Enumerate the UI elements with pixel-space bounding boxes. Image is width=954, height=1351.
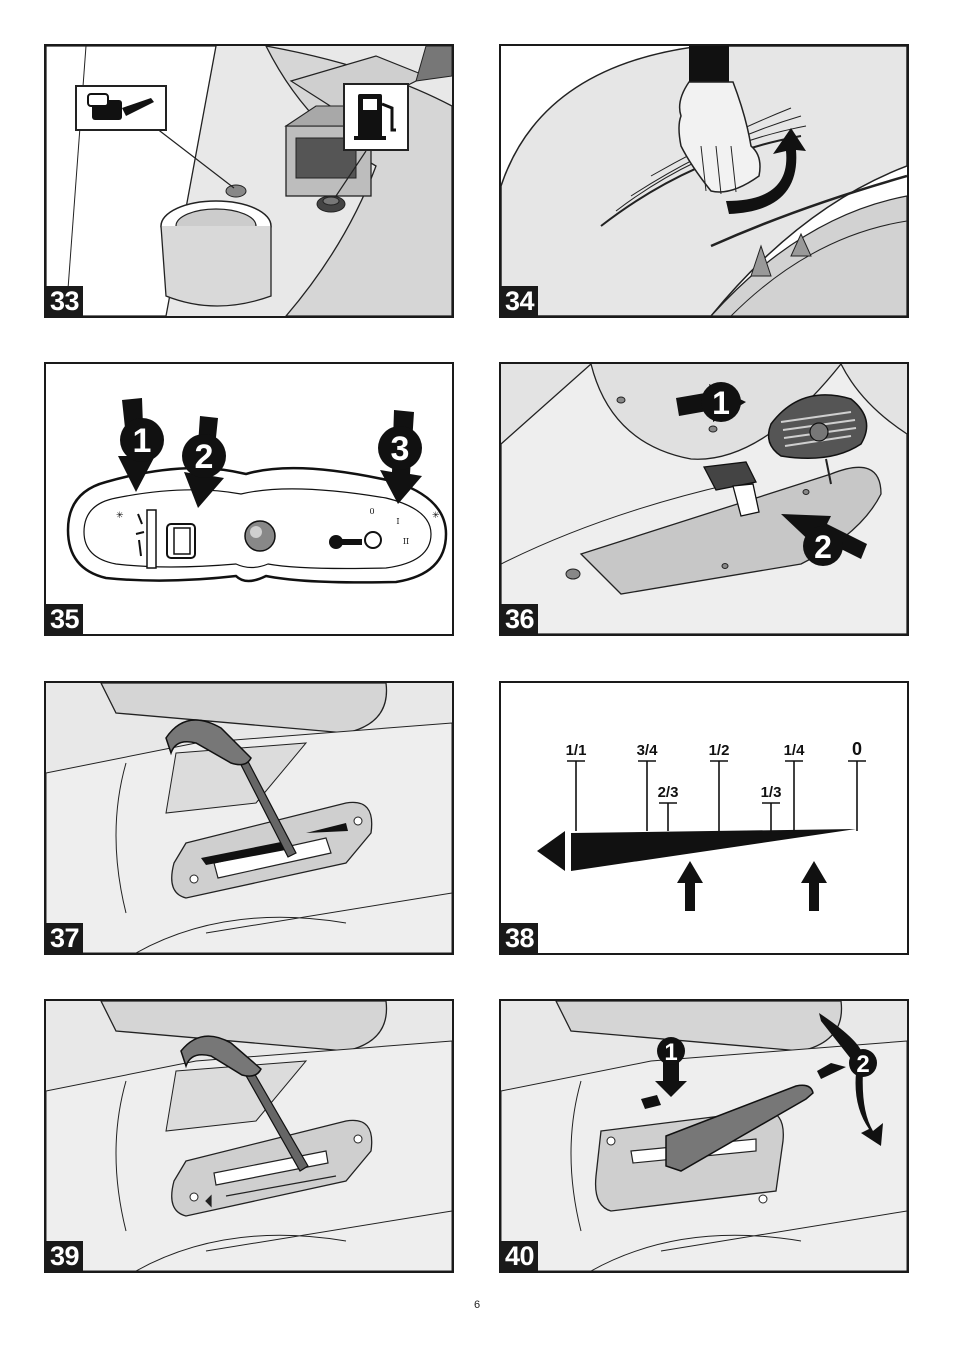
figure-34-illustration: [501, 46, 907, 316]
figure-36: 1 2 36: [499, 362, 909, 636]
up-arrow-icon: [677, 861, 703, 911]
scale-label-zero: 0: [852, 739, 862, 759]
figure-number: 39: [46, 1241, 84, 1271]
hand-icon: [678, 81, 761, 195]
oil-can-icon: [87, 93, 154, 120]
svg-text:✳: ✳: [432, 511, 440, 521]
figure-number: 40: [501, 1241, 539, 1271]
figure-number: 38: [501, 923, 539, 953]
callout-3: 3: [391, 430, 410, 468]
scale-label-quarter: 1/4: [784, 742, 806, 759]
figure-number: 37: [46, 923, 84, 953]
figure-40: 1 2 40: [499, 999, 909, 1273]
figure-38-illustration: 1/1 3/4 2/3 1/2 1/3 1/4 0: [537, 739, 866, 911]
figure-35: ✳ ✳ 0 I II 1 2 3 35: [44, 362, 454, 636]
figure-37: 37: [44, 681, 454, 955]
figure-40-illustration: 1 2: [501, 1001, 907, 1271]
figure-number: 33: [46, 286, 84, 316]
key-position-0: 0: [369, 507, 374, 516]
scale-label-half: 1/2: [709, 742, 730, 759]
callout-2: 2: [856, 1051, 869, 1078]
callout-1: 1: [664, 1039, 677, 1066]
figure-33-illustration: [46, 46, 452, 316]
figure-number: 36: [501, 604, 539, 634]
figure-number: 34: [501, 286, 539, 316]
figure-38: 1/1 3/4 2/3 1/2 1/3 1/4 0 38: [499, 681, 909, 955]
figure-36-illustration: 1 2: [501, 364, 907, 634]
page-number: 6: [473, 1299, 481, 1311]
up-arrow-icon: [801, 861, 827, 911]
callout-2: 2: [195, 438, 214, 476]
figure-number: 35: [46, 604, 84, 634]
scale-label-full: 1/1: [566, 742, 587, 759]
svg-text:✳: ✳: [116, 511, 124, 521]
callout-1: 1: [133, 422, 152, 460]
curved-arrow-icon: [726, 128, 806, 214]
figure-37-illustration: [46, 683, 452, 953]
key-position-1: I: [396, 517, 399, 526]
scale-label-three-quarters: 3/4: [637, 742, 659, 759]
callout-1: 1: [712, 385, 730, 421]
figure-34: 34: [499, 44, 909, 318]
key-position-2: II: [403, 537, 409, 546]
figure-35-illustration: ✳ ✳ 0 I II 1 2 3: [66, 398, 448, 584]
scale-label-one-third: 1/3: [761, 784, 782, 801]
figure-33: 33: [44, 44, 454, 318]
figure-39-illustration: [46, 1001, 452, 1271]
fuel-pump-icon: [354, 94, 396, 140]
callout-2: 2: [814, 529, 832, 565]
figure-39: 39: [44, 999, 454, 1273]
scale-label-two-thirds: 2/3: [658, 784, 679, 801]
